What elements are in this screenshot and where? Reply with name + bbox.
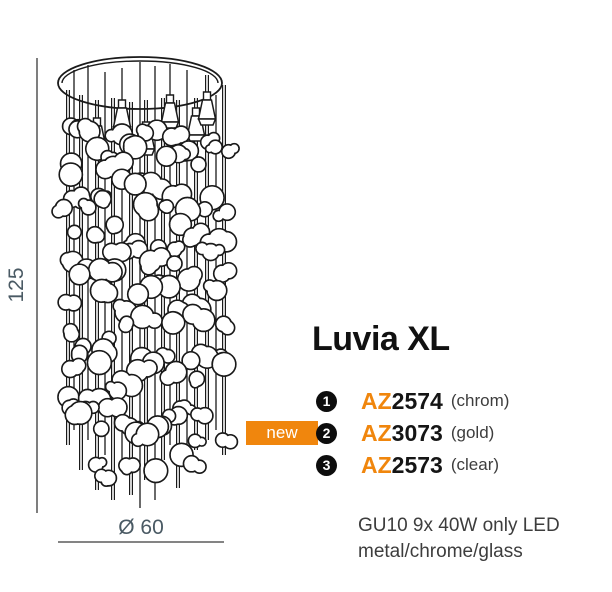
product-code: AZ2573 — [361, 452, 443, 479]
product-number-badge: 1 — [316, 390, 337, 412]
product-code-number: 2574 — [391, 387, 443, 414]
product-finish: (gold) — [450, 423, 495, 442]
specs: GU10 9x 40W only LED metal/chrome/glass — [358, 513, 608, 565]
product-code: AZ3073 — [361, 420, 443, 447]
product-variants: 1 AZ2574 (chrom) new 2 AZ3073 (gold) 3 A… — [246, 388, 608, 485]
product-code: AZ2574 — [361, 388, 443, 415]
height-dimension-label: 125 — [5, 267, 28, 302]
product-finish: (clear) — [450, 455, 500, 474]
product-code-prefix: AZ — [361, 387, 392, 414]
product-title: Luvia XL — [312, 320, 450, 358]
diameter-dimension-label: Ø 60 — [118, 516, 164, 539]
product-number-badge: 3 — [316, 454, 337, 476]
product-row: 1 AZ2574 (chrom) — [312, 388, 608, 415]
spec-line-materials: metal/chrome/glass — [358, 541, 523, 562]
product-code-number: 3073 — [391, 419, 443, 446]
product-finish: (chrom) — [450, 391, 510, 410]
chandelier-drawing: 125 Ø 60 — [5, 56, 240, 543]
new-badge: new — [246, 421, 318, 445]
product-row: 3 AZ2573 (clear) — [312, 452, 608, 479]
product-code-prefix: AZ — [361, 451, 392, 478]
product-code-number: 2573 — [391, 451, 443, 478]
product-code-prefix: AZ — [361, 419, 392, 446]
spec-line-bulb: GU10 9x 40W only LED — [358, 515, 560, 536]
product-row: new 2 AZ3073 (gold) — [246, 420, 608, 447]
product-info: Luvia XL 1 AZ2574 (chrom) new 2 AZ3073 (… — [246, 320, 608, 565]
product-number-badge: 2 — [316, 422, 337, 444]
glass-bubbles — [51, 117, 240, 487]
